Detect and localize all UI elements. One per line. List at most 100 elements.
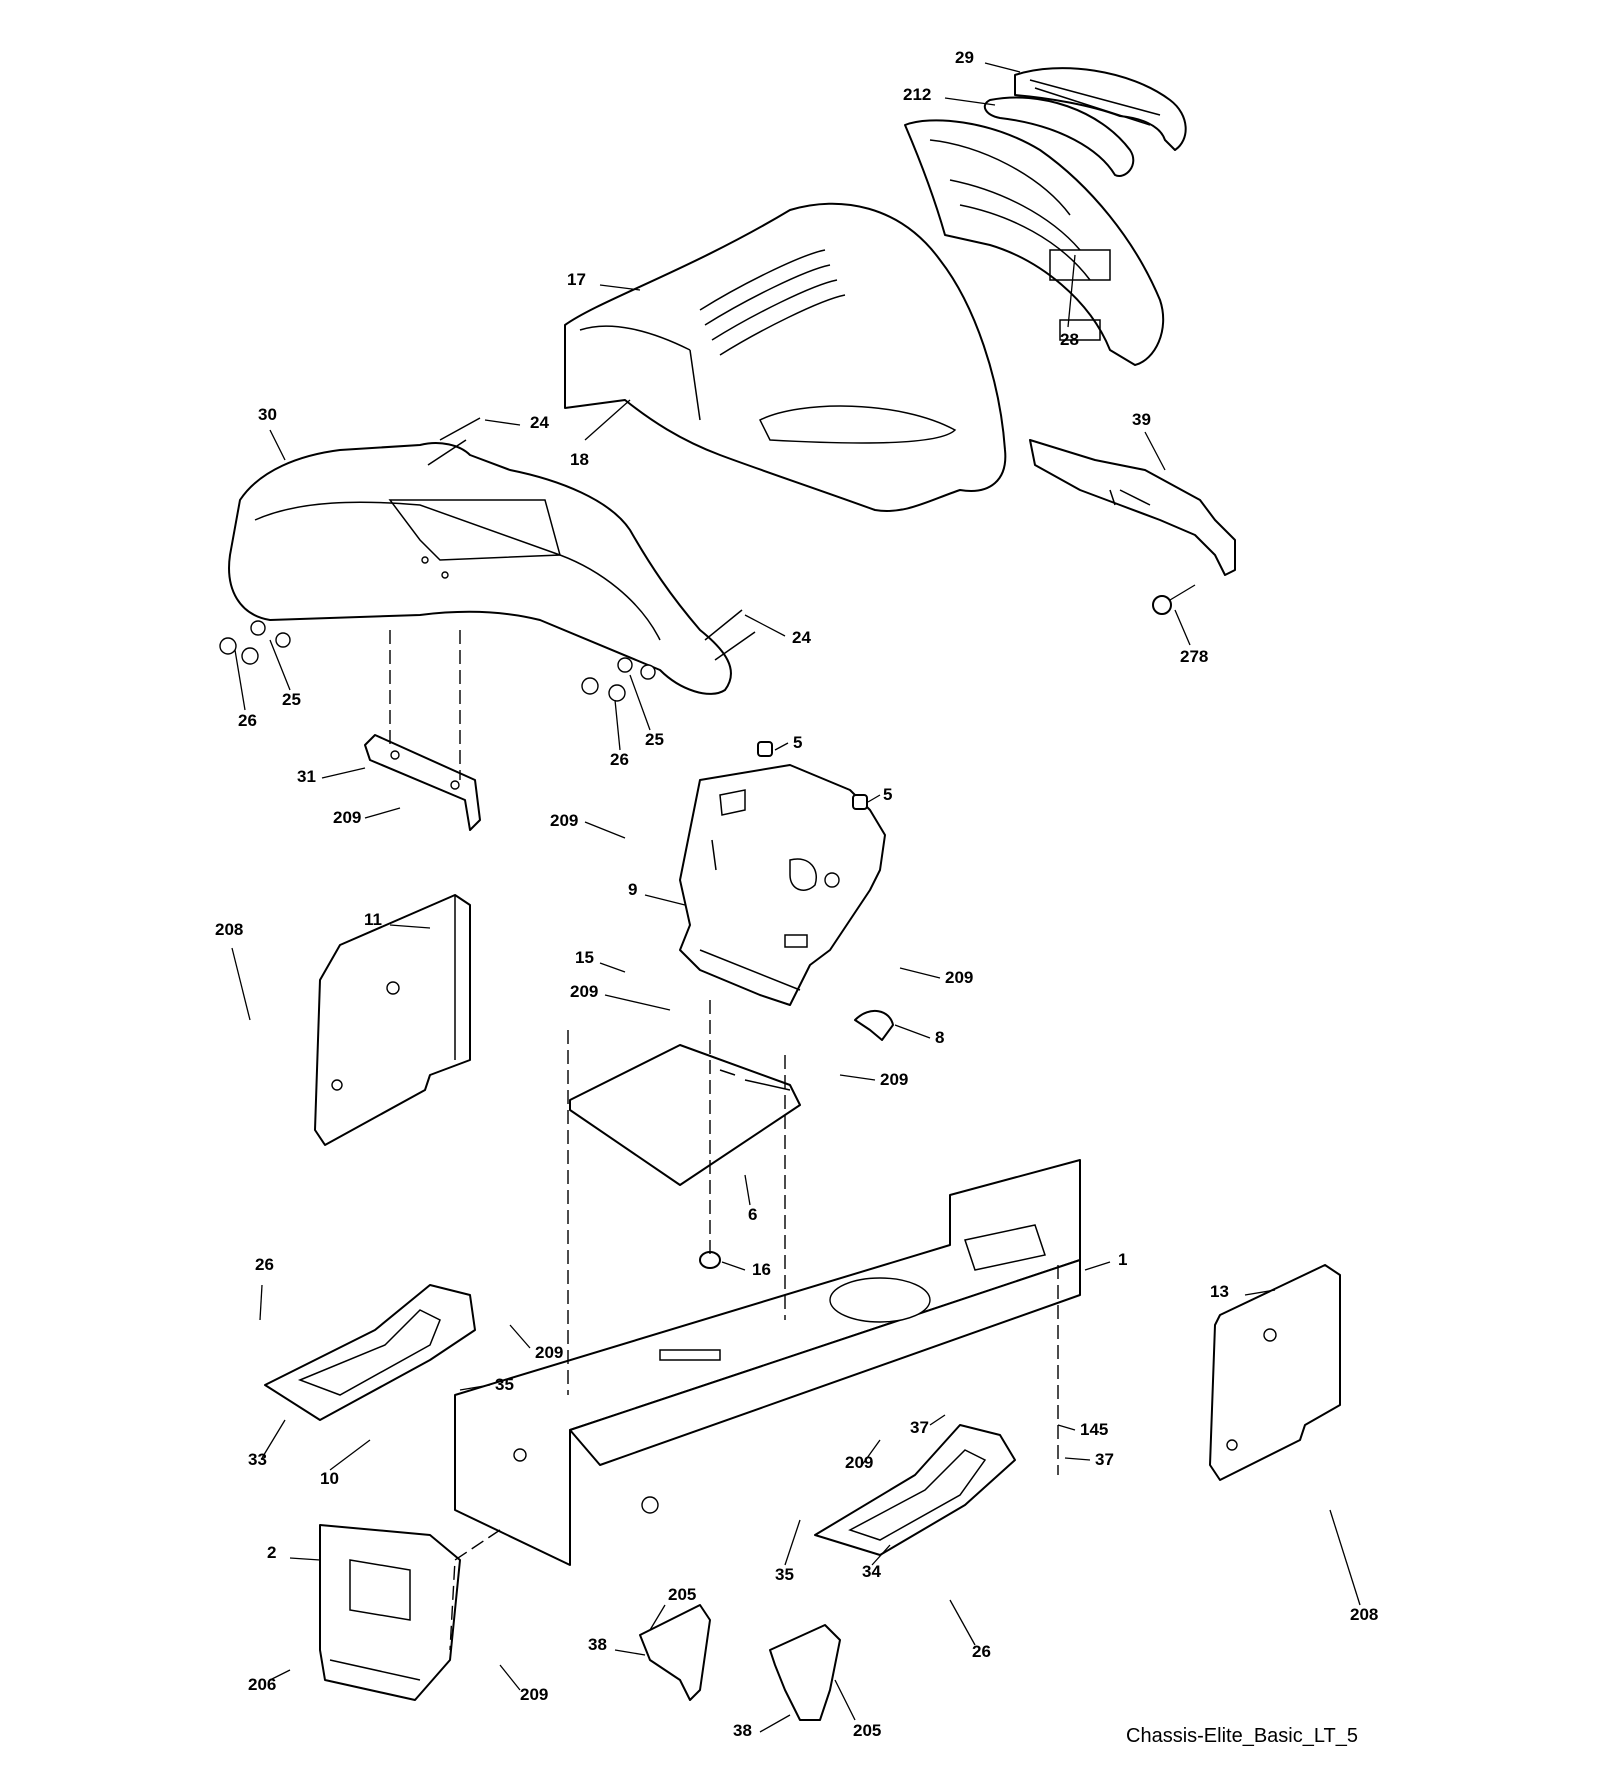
callout-c208b: 208 [1350,1605,1378,1624]
callout-c209c: 209 [570,982,598,1001]
callout-c205a: 205 [668,1585,696,1604]
callout-c16: 16 [752,1260,771,1279]
hood-part [564,202,1007,512]
callout-c8: 8 [935,1028,944,1047]
callout-c5b: 5 [883,785,892,804]
callout-c209g: 209 [845,1453,873,1472]
leader-line-c278 [1174,609,1191,646]
leader-line-c25b [629,674,651,731]
leader-line-c37b [1064,1457,1091,1461]
leader-line-c1 [1084,1261,1111,1271]
grille-trim-part [1014,67,1187,151]
leader-line-c8 [894,1024,931,1039]
grommet-5b [852,794,868,810]
leader-line-c5b [867,794,881,803]
leader-line-c212 [944,97,996,106]
leader-line-c26c [259,1284,263,1321]
bracket-38-left [639,1604,711,1701]
leader-line-c35a [459,1384,491,1391]
callout-c25a: 25 [282,690,301,709]
callout-c37b: 37 [1095,1450,1114,1469]
callout-c209e: 209 [880,1070,908,1089]
leader-line-c208b [1329,1509,1361,1606]
floor-plate-part [569,1044,801,1186]
callout-c29: 29 [955,48,974,67]
callout-c10: 10 [320,1469,339,1488]
leader-line-c209c [604,994,671,1011]
footrest-left-part [264,1284,476,1421]
leader-line-c26b [614,699,621,751]
callout-c31: 31 [297,767,316,786]
leader-line-c39 [1144,431,1166,471]
leader-line-c209e [839,1074,876,1081]
main-frame-part [454,1159,1081,1566]
leader-line-c35b [784,1519,801,1566]
bracket-38-right [769,1624,841,1721]
leader-line-c208a [231,947,251,1021]
leader-line-c30 [269,429,286,461]
left-side-panel-part [314,894,471,1146]
callout-c34: 34 [862,1562,881,1581]
callout-c35b: 35 [775,1565,794,1584]
leader-line-c18 [584,399,631,441]
leader-line-c5a [774,742,789,751]
leader-line-c24b [744,614,786,637]
leader-line-c10 [329,1439,371,1471]
callout-c24a: 24 [530,413,549,432]
callout-c26a: 26 [238,711,257,730]
leader-line-c209d [899,967,941,979]
bushing-16 [699,1251,721,1269]
leader-line-c37a [929,1414,946,1426]
callout-c33: 33 [248,1450,267,1469]
callout-c37a: 37 [910,1418,929,1437]
bolts-24-right [704,609,756,661]
callout-c6: 6 [748,1205,757,1224]
callout-c1: 1 [1118,1250,1127,1269]
callout-c208a: 208 [215,920,243,939]
callout-c26d: 26 [972,1642,991,1661]
callout-c205b: 205 [853,1721,881,1740]
seat-bracket-part [364,734,481,831]
callout-c212: 212 [903,85,931,104]
callout-c5a: 5 [793,733,802,752]
leader-line-c25a [269,639,291,691]
leader-line-c209g [861,1439,881,1466]
leader-line-c206 [269,1669,291,1681]
diagram-caption: Chassis-Elite_Basic_LT_5 [1126,1725,1358,1747]
leader-line-c209b [584,821,626,839]
leader-line-c6 [744,1174,751,1206]
leader-line-c33 [261,1419,286,1459]
leader-line-c26d [949,1599,976,1646]
leader-line-c13 [1244,1289,1276,1296]
right-side-panel-part [1209,1264,1341,1481]
callout-c28: 28 [1060,330,1079,349]
leader-line-c24a [484,419,521,426]
callout-c25b: 25 [645,730,664,749]
callout-c209b: 209 [550,811,578,830]
rear-plate-part [319,1524,461,1701]
callout-c30: 30 [258,405,277,424]
leader-line-c34 [871,1544,891,1566]
callout-c26b: 26 [610,750,629,769]
callout-c278: 278 [1180,647,1208,666]
leader-line-c205b [834,1679,856,1721]
callout-c206: 206 [248,1675,276,1694]
callout-c9: 9 [628,880,637,899]
leader-line-c9 [644,894,686,906]
nut-washer-group-right [581,657,656,702]
callout-c209d: 209 [945,968,973,987]
dash-panel-part [679,764,886,1006]
leader-line-c2 [289,1557,321,1561]
callout-c26c: 26 [255,1255,274,1274]
front-grille-part [904,119,1165,366]
callout-c209h: 209 [520,1685,548,1704]
grommet-5a [757,741,773,757]
leader-line-c31 [321,767,366,779]
callout-c35a: 35 [495,1375,514,1394]
fender-part [228,442,732,695]
leader-line-c17 [599,284,641,291]
front-trim-part [983,96,1135,177]
clip-8 [854,1010,894,1041]
